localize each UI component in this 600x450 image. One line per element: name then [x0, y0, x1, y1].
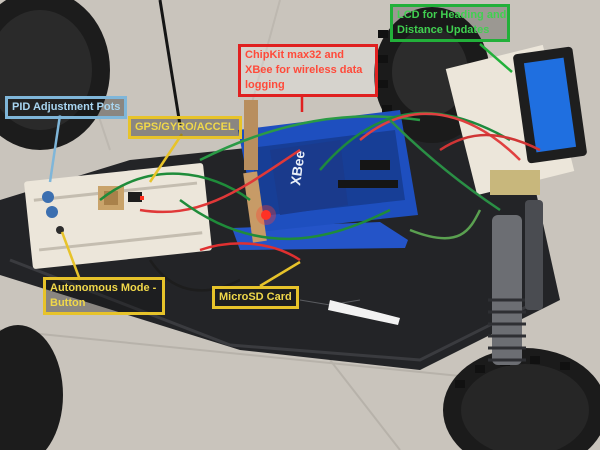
antenna-wire — [158, 0, 182, 126]
lcd-text-line2: Distance Updates — [397, 24, 490, 36]
gyro-accel-chip — [128, 192, 142, 202]
lcd-display — [513, 46, 587, 164]
pid-pots-label: PID Adjustment Pots — [5, 96, 128, 119]
callout-pointers — [48, 43, 513, 288]
battery-pack — [490, 170, 540, 195]
rear-shock-absorber — [492, 215, 522, 365]
autonomous-mode-label: Autonomous Mode - Button — [43, 277, 165, 315]
wood-standoff — [244, 100, 258, 170]
red-led — [261, 210, 271, 220]
pot-2 — [46, 206, 58, 218]
lcd-text-line1: LCD for Heading and — [397, 9, 507, 21]
chipkit-xbee-label: ChipKit max32 and XBee for wireless data… — [238, 44, 378, 97]
xbee-logo-text: XBee — [287, 149, 308, 186]
white-connector — [328, 300, 400, 325]
pot-1 — [42, 191, 54, 203]
jumper-wires — [99, 111, 541, 292]
gps-gyro-accel-label: GPS/GYRO/ACCEL — [128, 116, 242, 139]
xbee-module: XBee — [270, 140, 348, 215]
chipkit-text-line2: XBee for wireless data — [245, 64, 363, 76]
chipkit-text-line3: logging — [245, 79, 285, 91]
left-rear-tire — [0, 325, 63, 450]
chipkit-text-line1: ChipKit max32 and — [245, 49, 345, 61]
autonomous-text-line1: Autonomous Mode - — [50, 282, 157, 294]
microsd-card-label: MicroSD Card — [212, 286, 299, 309]
lcd-label: LCD for Heading and Distance Updates — [390, 4, 510, 42]
microsd-card-text: MicroSD Card — [219, 291, 292, 303]
gps-gyro-accel-text: GPS/GYRO/ACCEL — [135, 121, 235, 133]
pid-pots-text: PID Adjustment Pots — [12, 101, 121, 113]
autonomous-text-line2: Button — [50, 297, 86, 309]
